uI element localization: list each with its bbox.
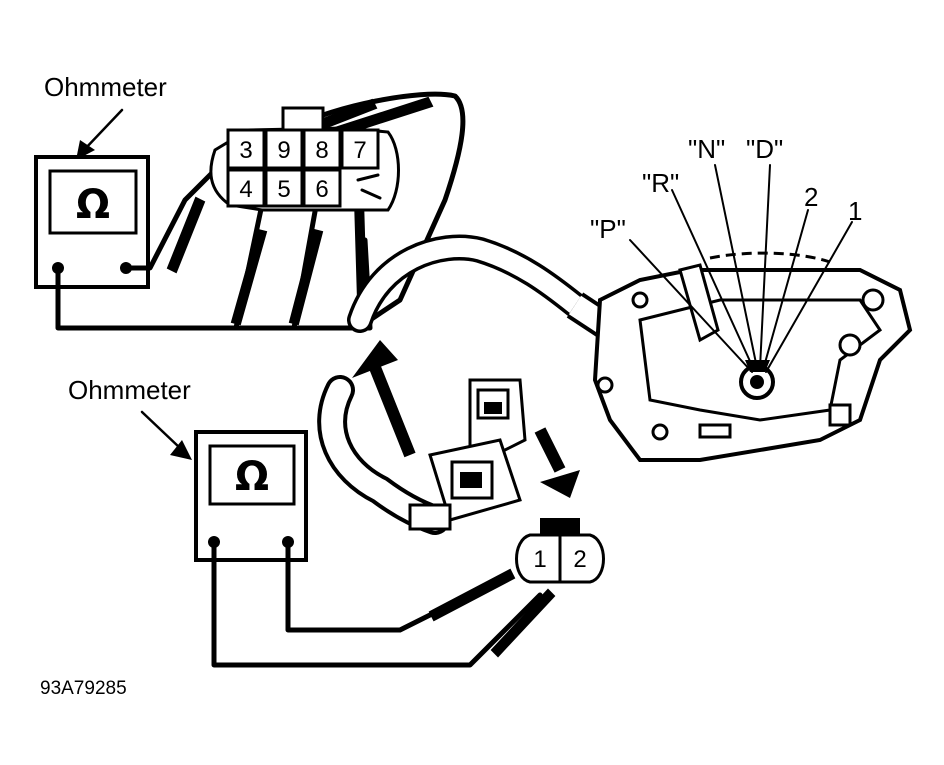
pin-label: 3 <box>239 137 252 164</box>
pin-label: 1 <box>533 546 546 573</box>
position-label: "N" <box>688 134 725 164</box>
arrow-icon <box>352 340 416 458</box>
position-label: 1 <box>848 196 862 226</box>
position-label: "P" <box>590 214 626 244</box>
position-label: "D" <box>746 134 783 164</box>
pin-label: 2 <box>573 546 586 573</box>
connector-main: 3 9 8 7 4 5 6 <box>209 106 400 212</box>
ohmmeter-bottom-display <box>208 444 296 506</box>
arrow-icon <box>76 108 124 160</box>
position-label: "R" <box>642 168 679 198</box>
ohmmeter-top: Ohmmeter Ω <box>34 72 167 289</box>
ohm-symbol-top: Ω <box>76 182 110 228</box>
arrow-icon <box>140 410 192 460</box>
ohmmeter-top-display <box>48 169 138 235</box>
ohmmeter-bottom: Ohmmeter Ω <box>68 375 308 562</box>
test-leads-bottom <box>211 539 556 668</box>
pin-label: 9 <box>277 137 290 164</box>
position-indicators <box>629 164 853 373</box>
position-label: 2 <box>804 182 818 212</box>
connector-small: 1 2 <box>515 518 605 584</box>
arrow-icon <box>534 427 580 498</box>
ohmmeter-bottom-label: Ohmmeter <box>68 375 191 405</box>
pin-label: 5 <box>277 176 290 203</box>
connector-plug <box>408 378 527 531</box>
ohmmeter-top-label: Ohmmeter <box>44 72 167 102</box>
pin-label: 6 <box>315 176 328 203</box>
range-switch <box>592 251 913 462</box>
pin-label: 7 <box>353 137 366 164</box>
figure-code: 93A79285 <box>40 678 127 699</box>
pin-label: 4 <box>239 176 252 203</box>
ohm-symbol-bottom: Ω <box>235 454 269 500</box>
pin-label: 8 <box>315 137 328 164</box>
